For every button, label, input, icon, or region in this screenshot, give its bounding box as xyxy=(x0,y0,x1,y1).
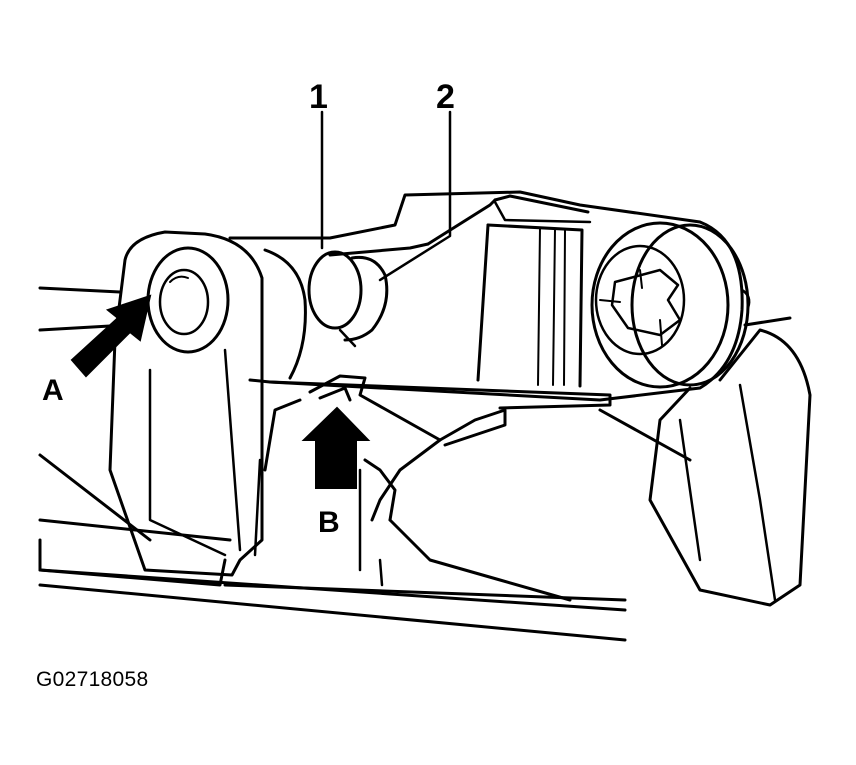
left-pivot-hole xyxy=(158,268,210,336)
spring-clip xyxy=(253,374,572,602)
right-bracket xyxy=(598,328,812,607)
arrow-b-icon xyxy=(301,406,371,489)
arrow-a-icon xyxy=(70,294,152,378)
callout-1: 1 xyxy=(309,78,328,116)
callout-a: A xyxy=(42,374,64,407)
callout-2: 2 xyxy=(436,78,455,116)
bushing xyxy=(307,250,389,348)
leader-lines xyxy=(320,110,452,282)
background-frame xyxy=(38,286,792,642)
leader-line-2 xyxy=(378,110,452,282)
callout-b: B xyxy=(318,506,340,539)
right-roller xyxy=(590,221,751,389)
figure-id: G02718058 xyxy=(36,668,149,691)
left-bracket xyxy=(108,230,264,577)
